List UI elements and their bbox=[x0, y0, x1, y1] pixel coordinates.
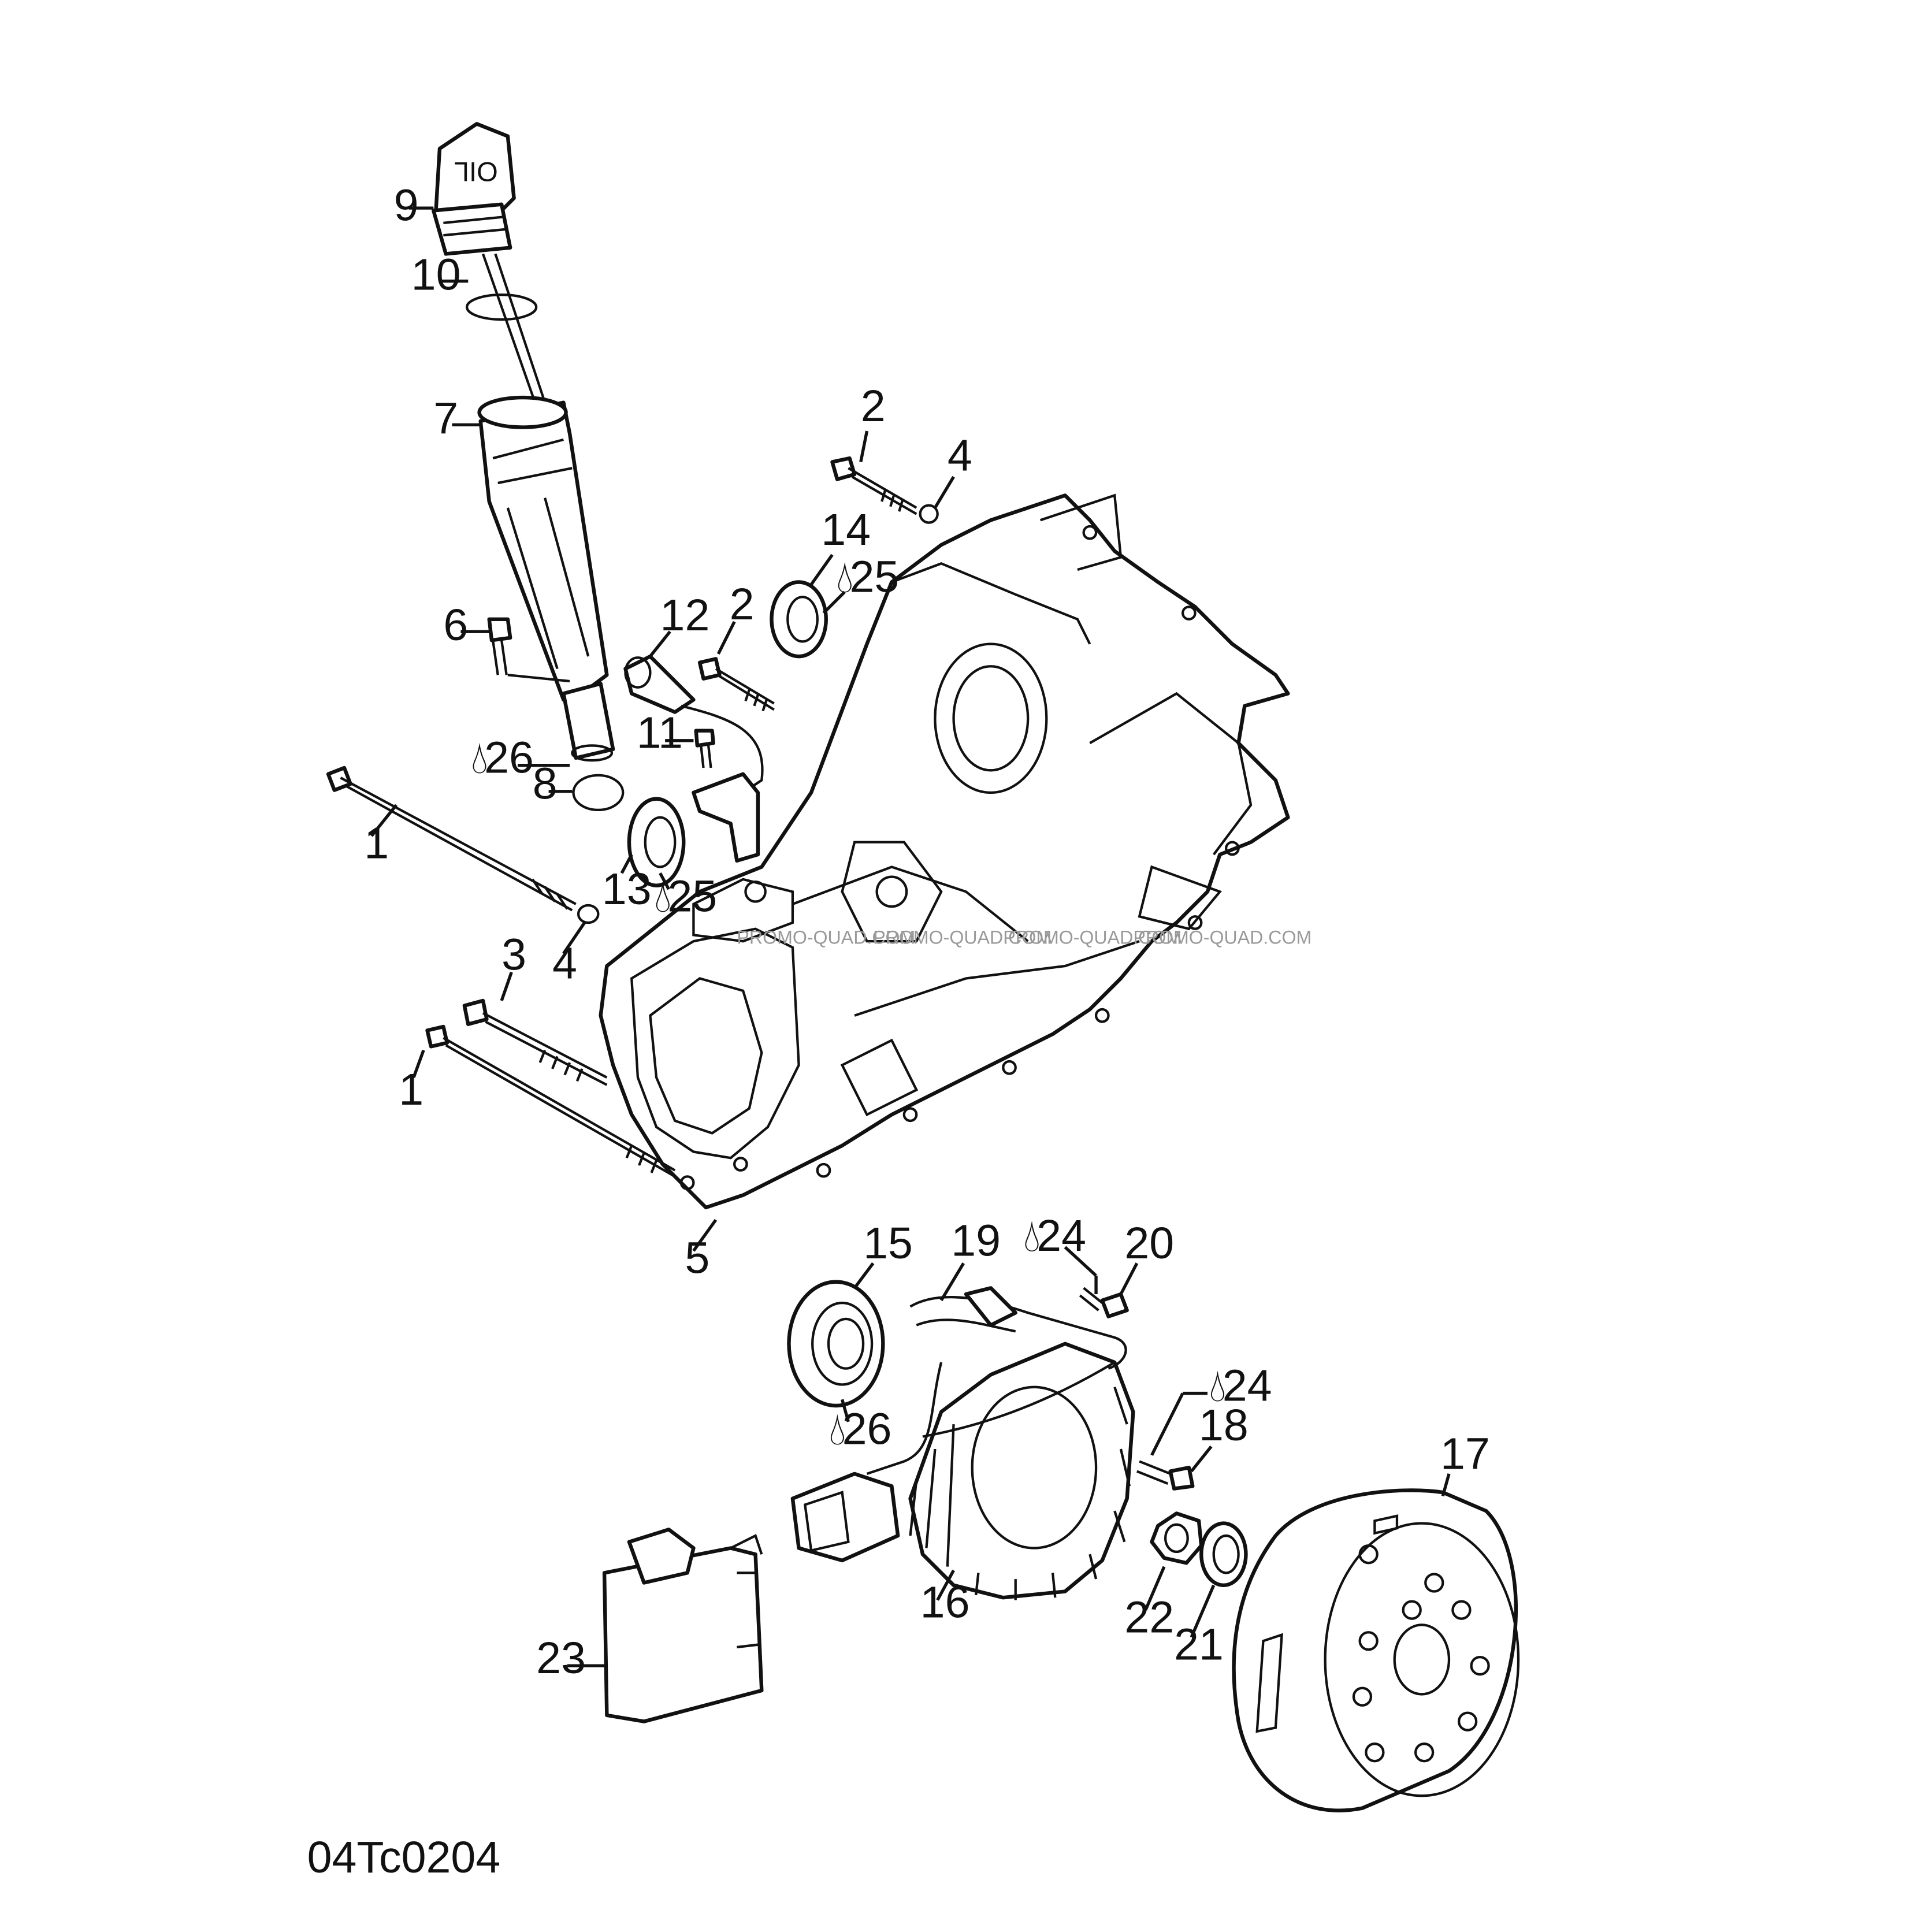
callout-3: 3 bbox=[501, 930, 526, 979]
o-ring-8 bbox=[572, 774, 625, 812]
dipstick-rod bbox=[481, 253, 537, 403]
oil-drop-icon-25a: 💧︎ bbox=[836, 552, 854, 602]
callout-10: 10 bbox=[411, 250, 461, 300]
callout-8: 8 bbox=[533, 759, 558, 809]
screw-6 bbox=[487, 617, 570, 683]
svg-text:PROMO-QUAD.COM: PROMO-QUAD.COM bbox=[737, 927, 915, 948]
callout-16: 16 bbox=[920, 1578, 970, 1628]
callout-9: 9 bbox=[394, 181, 419, 231]
oil-drop-icon-25b: 💧︎ bbox=[654, 872, 672, 922]
callout-2b: 2 bbox=[730, 579, 755, 629]
callout-12: 12 bbox=[660, 590, 710, 640]
callout-15: 15 bbox=[863, 1218, 913, 1268]
bolt-3 bbox=[462, 998, 608, 1086]
washer-21 bbox=[1199, 1521, 1248, 1588]
crankcase-bolt-holes bbox=[679, 525, 1240, 1190]
callout-25b: 25 bbox=[667, 872, 717, 922]
oil-filler-cap: OIL bbox=[432, 122, 516, 256]
svg-text:OIL: OIL bbox=[454, 157, 498, 187]
washer-4-upper bbox=[919, 504, 939, 524]
callout-17: 17 bbox=[1440, 1429, 1490, 1478]
callout-5: 5 bbox=[685, 1233, 709, 1283]
sensor-12 bbox=[623, 654, 764, 794]
screw-11 bbox=[694, 729, 715, 768]
bolt-2-upper bbox=[830, 456, 917, 515]
leader-lines bbox=[370, 206, 1451, 1667]
stud-1-lower bbox=[425, 1024, 676, 1178]
callout-2a: 2 bbox=[861, 381, 886, 431]
callout-19: 19 bbox=[951, 1216, 1001, 1266]
callout-23: 23 bbox=[536, 1633, 586, 1683]
o-ring-10 bbox=[465, 293, 538, 321]
callout-1a: 1 bbox=[364, 819, 389, 868]
callout-20: 20 bbox=[1124, 1218, 1174, 1268]
callout-7: 7 bbox=[433, 393, 458, 443]
callout-4b: 4 bbox=[552, 938, 577, 988]
callout-14: 14 bbox=[821, 505, 871, 555]
screw-20 bbox=[1079, 1287, 1129, 1318]
stud-1-upper bbox=[326, 766, 577, 912]
voltage-regulator-23 bbox=[602, 1528, 764, 1723]
watermark: PROMO-QUAD.COM PROMO-QUAD.COM PROMO-QUAD… bbox=[737, 927, 1311, 948]
callout-6: 6 bbox=[443, 600, 468, 650]
ball-bearing-15 bbox=[787, 1280, 885, 1408]
callout-26b: 26 bbox=[842, 1404, 892, 1454]
figure-code: 04Tc0204 bbox=[307, 1833, 501, 1882]
oil-drop-icon-24b: 💧︎ bbox=[1209, 1361, 1227, 1410]
oil-drop-icon-26b: 💧︎ bbox=[828, 1404, 846, 1454]
oil-filler-tube bbox=[477, 395, 615, 762]
stator-16 bbox=[866, 1286, 1135, 1600]
flywheel-17 bbox=[1232, 1488, 1520, 1812]
callout-4a: 4 bbox=[948, 431, 972, 481]
oil-seal-14 bbox=[770, 580, 828, 659]
bolt-2-middle bbox=[697, 657, 775, 712]
callout-22: 22 bbox=[1124, 1592, 1174, 1642]
stator-connector bbox=[790, 1472, 900, 1563]
washer-4-lower bbox=[577, 904, 600, 924]
callout-21: 21 bbox=[1174, 1619, 1224, 1669]
callout-24a: 24 bbox=[1036, 1211, 1086, 1261]
svg-text:PROMO-QUAD.COM: PROMO-QUAD.COM bbox=[873, 927, 1052, 948]
callout-labels: 9 10 7 6 💧︎ 26 8 1 13 💧︎ 25 4 3 1 5 2 4 … bbox=[307, 181, 1490, 1883]
crankcase: PROMO-QUAD.COM PROMO-QUAD.COM PROMO-QUAD… bbox=[599, 493, 1311, 1210]
nut-22 bbox=[1150, 1511, 1203, 1565]
screw-18 bbox=[1136, 1460, 1195, 1491]
oil-drop-icon-26a: 💧︎ bbox=[471, 733, 489, 783]
oil-drop-icon-24a: 💧︎ bbox=[1023, 1211, 1041, 1261]
svg-text:PROMO-QUAD.COM: PROMO-QUAD.COM bbox=[1003, 927, 1182, 948]
callout-11: 11 bbox=[637, 708, 683, 758]
callout-1b: 1 bbox=[399, 1065, 423, 1114]
callout-26a: 26 bbox=[484, 733, 534, 783]
callout-25a: 25 bbox=[850, 552, 900, 602]
svg-text:PROMO-QUAD.COM: PROMO-QUAD.COM bbox=[1133, 927, 1311, 948]
sensor-bracket bbox=[692, 772, 760, 863]
callout-13: 13 bbox=[602, 864, 652, 914]
flywheel-holes bbox=[1352, 1544, 1490, 1763]
oil-seal-13 bbox=[627, 797, 686, 887]
callout-24b: 24 bbox=[1223, 1361, 1272, 1410]
callout-18: 18 bbox=[1199, 1400, 1249, 1450]
